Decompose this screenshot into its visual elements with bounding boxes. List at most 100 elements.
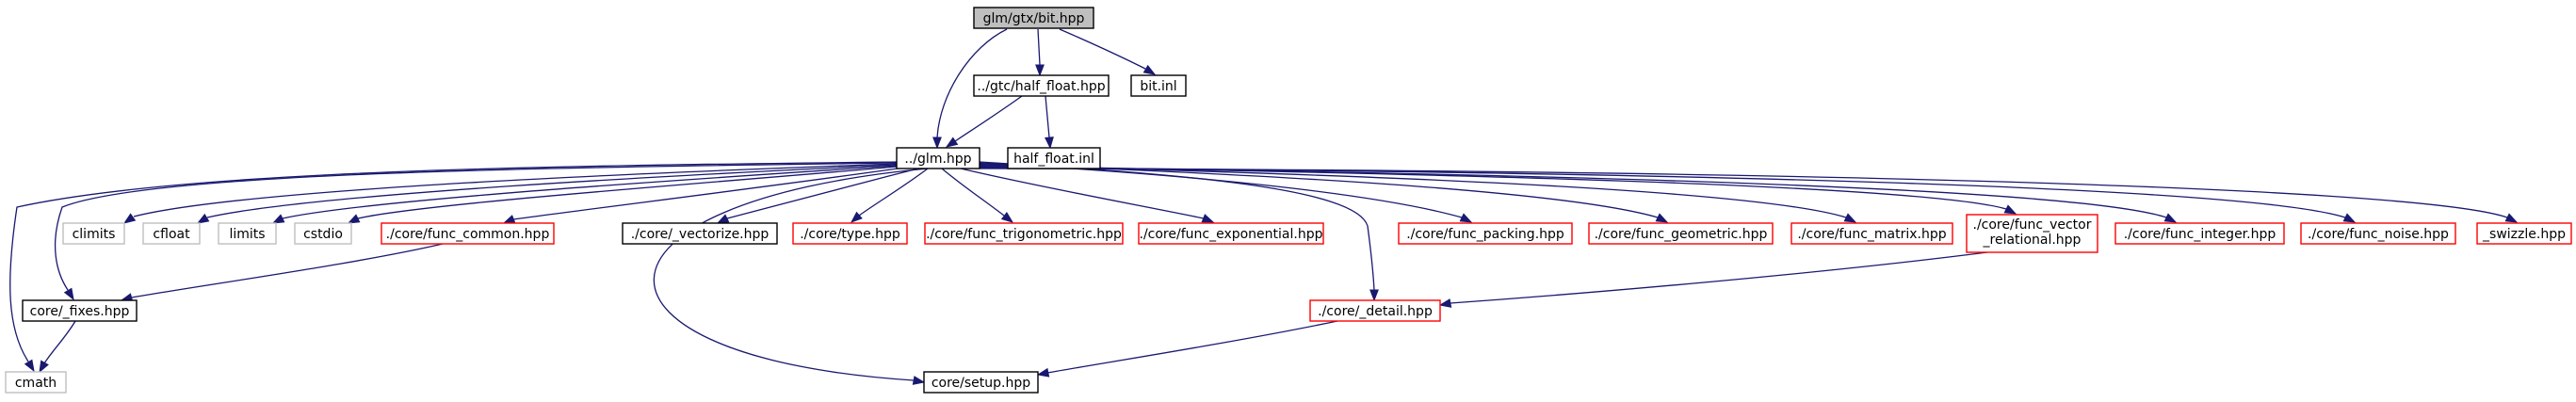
edge-arrowhead	[2342, 213, 2357, 223]
node-func-common[interactable]: ./core/func_common.hpp	[381, 222, 555, 245]
node-root: glm/gtx/bit.hpp	[973, 7, 1094, 29]
node-swizzle[interactable]: _swizzle.hpp	[2476, 222, 2572, 245]
node-label: ./core/_vectorize.hpp	[631, 227, 770, 242]
node-label: ./core/func_noise.hpp	[2308, 227, 2449, 242]
node-func-matrix[interactable]: ./core/func_matrix.hpp	[1790, 222, 1953, 245]
node-box	[2476, 222, 2572, 245]
edge-line	[954, 95, 1023, 142]
node-label: ./core/func_integer.hpp	[2124, 227, 2276, 242]
edge-root-to-glm_hpp	[932, 28, 1008, 150]
node-func-noise[interactable]: ./core/func_noise.hpp	[2300, 222, 2456, 245]
node-label: _swizzle.hpp	[2482, 227, 2566, 242]
node-box	[622, 222, 778, 245]
node-label: ./core/func_packing.hpp	[1406, 227, 1564, 242]
edge-line	[357, 166, 898, 219]
edge-line	[512, 167, 905, 220]
node-detail[interactable]: ./core/_detail.hpp	[1309, 299, 1441, 322]
edge-line	[979, 167, 2346, 218]
node-setup[interactable]: core/setup.hpp	[923, 371, 1039, 394]
node-glm-hpp[interactable]: ../glm.hpp	[896, 147, 980, 169]
node-type[interactable]: ./core/type.hpp	[792, 222, 908, 245]
edge-func_vector_rel-to-detail	[1438, 251, 1988, 308]
edge-line	[726, 168, 919, 219]
edge-glm_hpp-to-climits	[122, 163, 898, 224]
node-box	[1138, 222, 1324, 245]
edge-arrowhead	[912, 376, 926, 385]
node-box	[973, 74, 1110, 97]
edge-glm_hpp-to-cfloat	[196, 164, 898, 224]
node-box	[924, 222, 1124, 245]
edge-arrowhead	[271, 214, 285, 224]
node-box	[923, 371, 1039, 394]
node-label: limits	[229, 227, 265, 242]
node-func-exp[interactable]: ./core/func_exponential.hpp	[1138, 222, 1324, 245]
node-half-float-hpp[interactable]: ../gtc/half_float.hpp	[973, 74, 1110, 97]
edge-line	[131, 243, 444, 298]
edge-fixes-to-cmath	[39, 320, 76, 374]
edge-line	[206, 164, 898, 218]
edge-arrowhead	[1142, 64, 1157, 75]
node-func-packing[interactable]: ./core/func_packing.hpp	[1398, 222, 1573, 245]
node-label: glm/gtx/bit.hpp	[983, 11, 1085, 26]
node-box	[896, 147, 980, 169]
edge-arrowhead	[932, 137, 942, 150]
node-box	[1790, 222, 1953, 245]
node-box	[62, 222, 125, 245]
edge-glm_hpp-to-cstdio	[347, 166, 898, 224]
node-label: climits	[73, 227, 116, 242]
edge-line	[1037, 28, 1041, 66]
edge-arrowhead	[1369, 289, 1379, 302]
edge-arrowhead	[39, 360, 49, 374]
edge-glm_hpp-to-cmath	[9, 161, 898, 373]
node-label: cstdio	[303, 227, 343, 242]
node-label: _relational.hpp	[1983, 233, 2082, 248]
edge-line	[43, 320, 76, 364]
edge-half_float_hpp-to-glm_hpp	[945, 95, 1023, 148]
node-label: ./core/func_matrix.hpp	[1797, 227, 1946, 242]
edge-half_float_hpp-to-half_float_inl	[1045, 95, 1054, 150]
node-box	[1398, 222, 1573, 245]
edge-arrowhead	[1036, 367, 1050, 378]
node-box	[1309, 299, 1441, 322]
edge-arrowhead	[347, 214, 361, 224]
node-label: ../gtc/half_float.hpp	[977, 79, 1105, 94]
edge-detail-to-setup	[1036, 320, 1338, 378]
node-cmath[interactable]: cmath	[5, 371, 67, 394]
edge-arrowhead	[1843, 213, 1857, 223]
edge-line	[979, 168, 2508, 218]
node-box	[294, 222, 352, 245]
node-func-integer[interactable]: ./core/func_integer.hpp	[2114, 222, 2285, 245]
edge-glm_hpp-to-func_noise	[979, 167, 2357, 223]
node-box	[792, 222, 908, 245]
edge-glm_hpp-to-limits	[271, 165, 898, 224]
node-label: ./core/type.hpp	[800, 227, 900, 242]
node-cfloat[interactable]: cfloat	[142, 222, 201, 245]
edge-line	[1450, 251, 1988, 304]
edge-arrowhead	[1459, 213, 1473, 223]
node-bit-inl[interactable]: bit.inl	[1130, 74, 1187, 97]
edge-glm_hpp-to-func_common	[502, 167, 905, 224]
node-func-vector-rel[interactable]: ./core/func_vector_relational.hpp	[1966, 214, 2098, 253]
edge-func_common-to-fixes	[120, 243, 444, 302]
edges-layer	[9, 28, 2519, 385]
node-half-float-inl[interactable]: half_float.inl	[1007, 147, 1101, 169]
edge-root-to-bit_inl	[1059, 28, 1157, 75]
node-label: cmath	[15, 376, 57, 391]
edge-line	[941, 168, 1005, 217]
node-func-trig[interactable]: ./core/func_trigonometric.hpp	[924, 222, 1124, 245]
edge-arrowhead	[945, 137, 959, 148]
edge-arrowhead	[502, 215, 516, 224]
node-cstdio[interactable]: cstdio	[294, 222, 352, 245]
node-fixes[interactable]: core/_fixes.hpp	[22, 299, 138, 322]
node-vectorize[interactable]: ./core/_vectorize.hpp	[622, 222, 778, 245]
edge-line	[960, 168, 1205, 219]
node-func-geometric[interactable]: ./core/func_geometric.hpp	[1588, 222, 1774, 245]
edge-arrowhead	[850, 211, 863, 223]
node-limits[interactable]: limits	[218, 222, 277, 245]
edge-line	[282, 165, 898, 219]
node-box	[1130, 74, 1187, 97]
edge-arrowhead	[1655, 213, 1669, 223]
edge-line	[858, 168, 929, 217]
edge-line	[54, 162, 898, 291]
node-climits[interactable]: climits	[62, 222, 125, 245]
